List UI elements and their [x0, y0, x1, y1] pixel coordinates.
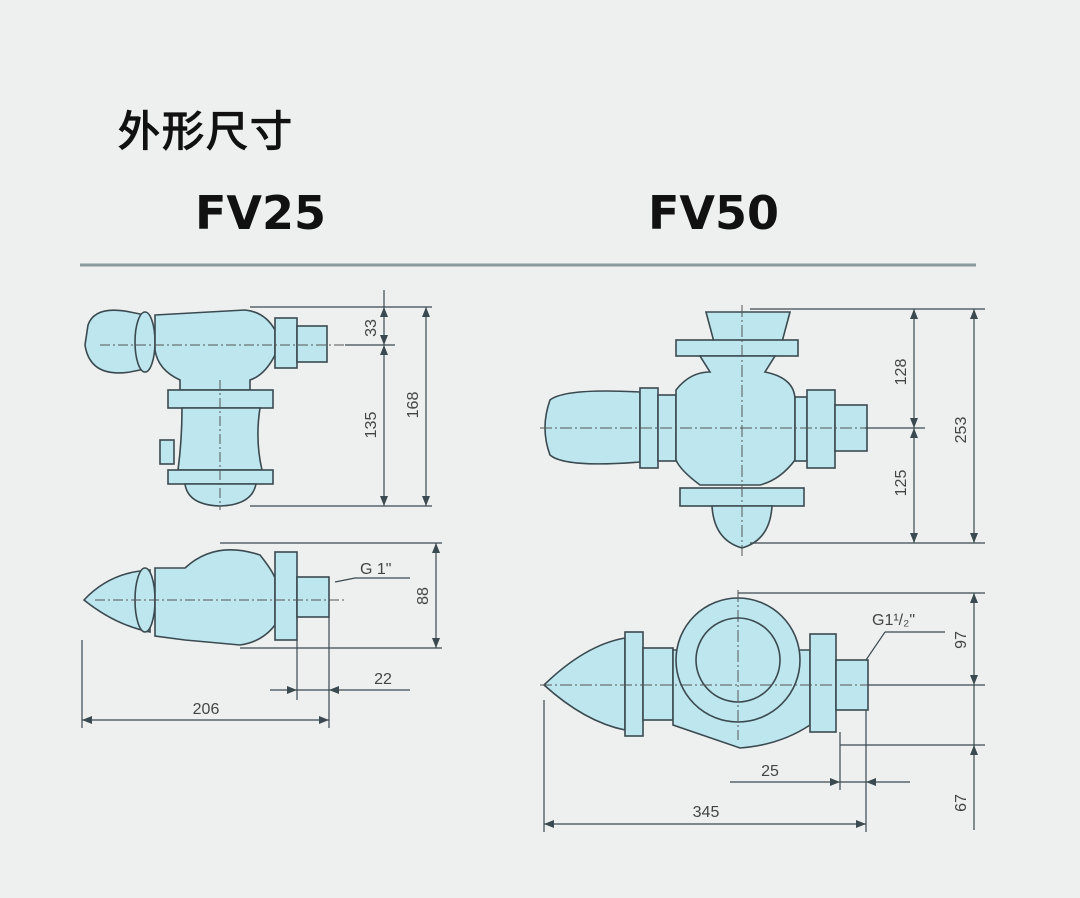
- fv50-dim-125: 125: [893, 470, 910, 497]
- fv25-top-dimensions: 88 G 1" 22 206: [81, 542, 442, 728]
- fv25-top-view: [82, 549, 345, 646]
- fv25-dim-33: 33: [363, 319, 380, 337]
- fv25-front-dimensions: 33 135 168: [250, 290, 432, 507]
- fv50-front-view: [540, 305, 905, 556]
- page-title: 外形尺寸: [118, 107, 295, 156]
- fv25-dim-168: 168: [405, 392, 422, 419]
- fv50-dim-253: 253: [953, 417, 970, 444]
- fv50-label: FV50: [648, 186, 780, 240]
- fv25-thread-label: G 1": [360, 561, 391, 578]
- fv50-dim-25: 25: [761, 763, 779, 780]
- fv50-top-dimensions: 97 67 G1¹/₂" 25 345: [543, 592, 985, 832]
- fv50-dim-128: 128: [893, 359, 910, 386]
- fv50-thread-label: G1¹/₂": [872, 612, 915, 629]
- fv50-dim-345: 345: [693, 804, 720, 821]
- fv25-dim-88: 88: [415, 587, 432, 605]
- fv50-top-view: [540, 590, 905, 749]
- fv25-front-view: [84, 309, 345, 510]
- fv50-front-dimensions: 128 125 253: [750, 308, 985, 544]
- fv25-dim-22: 22: [374, 671, 392, 688]
- fv25-label: FV25: [195, 186, 327, 240]
- fv25-dim-135: 135: [363, 412, 380, 439]
- fv50-dim-67: 67: [953, 794, 970, 812]
- fv25-dim-206: 206: [193, 701, 220, 718]
- fv50-dim-97: 97: [953, 631, 970, 649]
